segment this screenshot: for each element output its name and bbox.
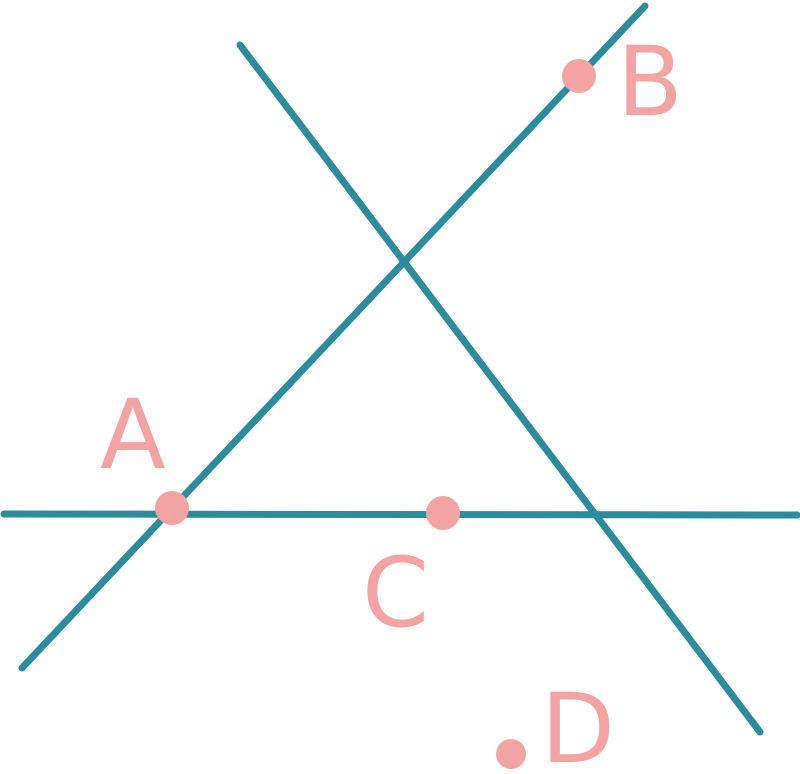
descending-line [236, 41, 764, 736]
line-through-a-and-b [18, 2, 649, 672]
label-d: D [541, 673, 615, 774]
point-c [426, 496, 460, 530]
label-b: B [617, 26, 683, 138]
label-c: C [362, 537, 429, 649]
horizontal-line-through-a-and-c [0, 510, 800, 519]
label-a: A [100, 379, 166, 491]
point-d [496, 739, 526, 769]
point-a [155, 491, 189, 525]
point-b [562, 59, 596, 93]
